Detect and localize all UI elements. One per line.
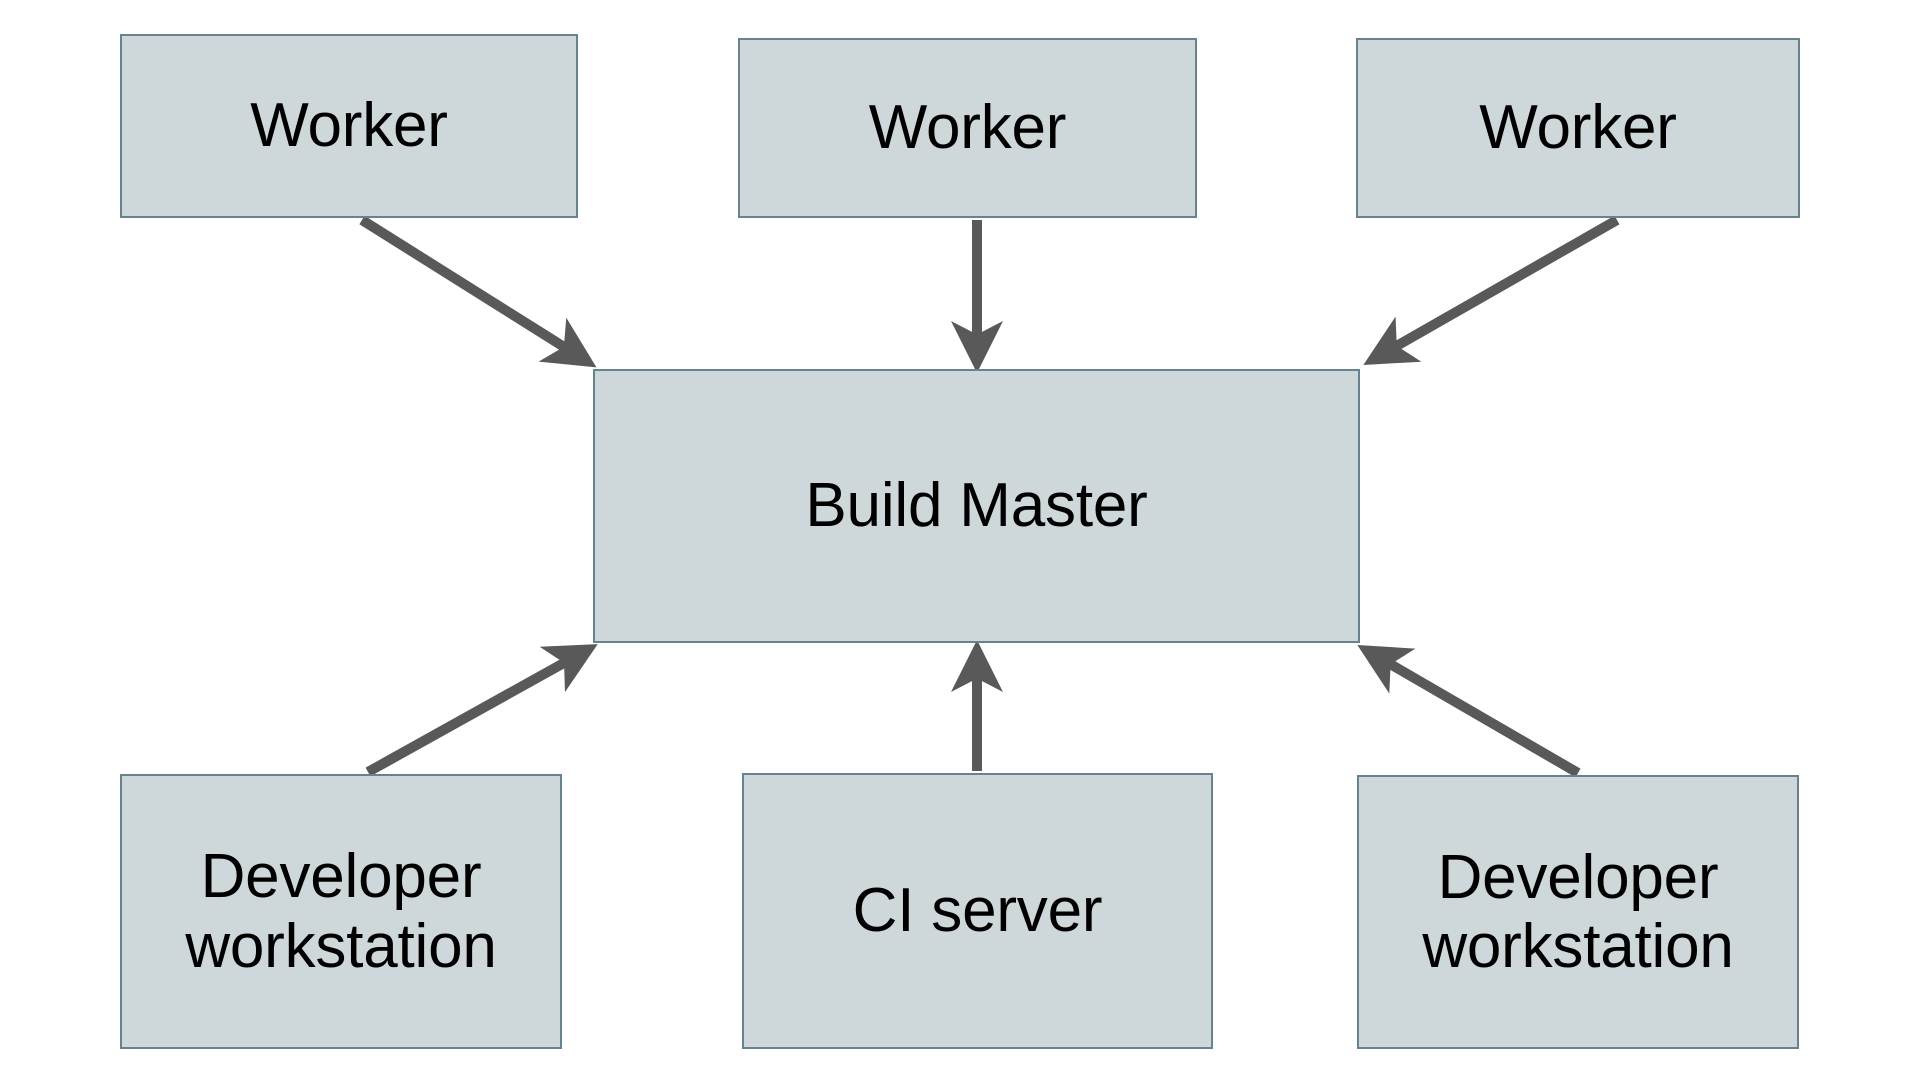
node-developer-workstation-1-label: Developer workstation xyxy=(185,842,497,981)
node-build-master-label: Build Master xyxy=(805,471,1148,541)
edge-worker-3-to-master xyxy=(1363,215,1620,365)
node-worker-3[interactable]: Worker xyxy=(1356,38,1800,218)
node-worker-1[interactable]: Worker xyxy=(120,34,578,218)
node-developer-workstation-1[interactable]: Developer workstation xyxy=(120,774,562,1049)
node-ci-server-label: CI server xyxy=(852,876,1103,946)
node-worker-2[interactable]: Worker xyxy=(738,38,1197,218)
node-developer-workstation-2-label: Developer workstation xyxy=(1422,842,1734,981)
node-developer-workstation-2[interactable]: Developer workstation xyxy=(1357,775,1799,1049)
edge-worker-1-to-master xyxy=(359,215,597,368)
node-ci-server[interactable]: CI server xyxy=(742,773,1213,1049)
edge-dev-1-to-master xyxy=(365,644,598,777)
node-worker-2-label: Worker xyxy=(868,93,1067,163)
edge-dev-2-to-master xyxy=(1357,644,1581,778)
node-build-master[interactable]: Build Master xyxy=(593,369,1360,643)
node-worker-1-label: Worker xyxy=(250,91,448,161)
node-worker-3-label: Worker xyxy=(1479,93,1677,163)
